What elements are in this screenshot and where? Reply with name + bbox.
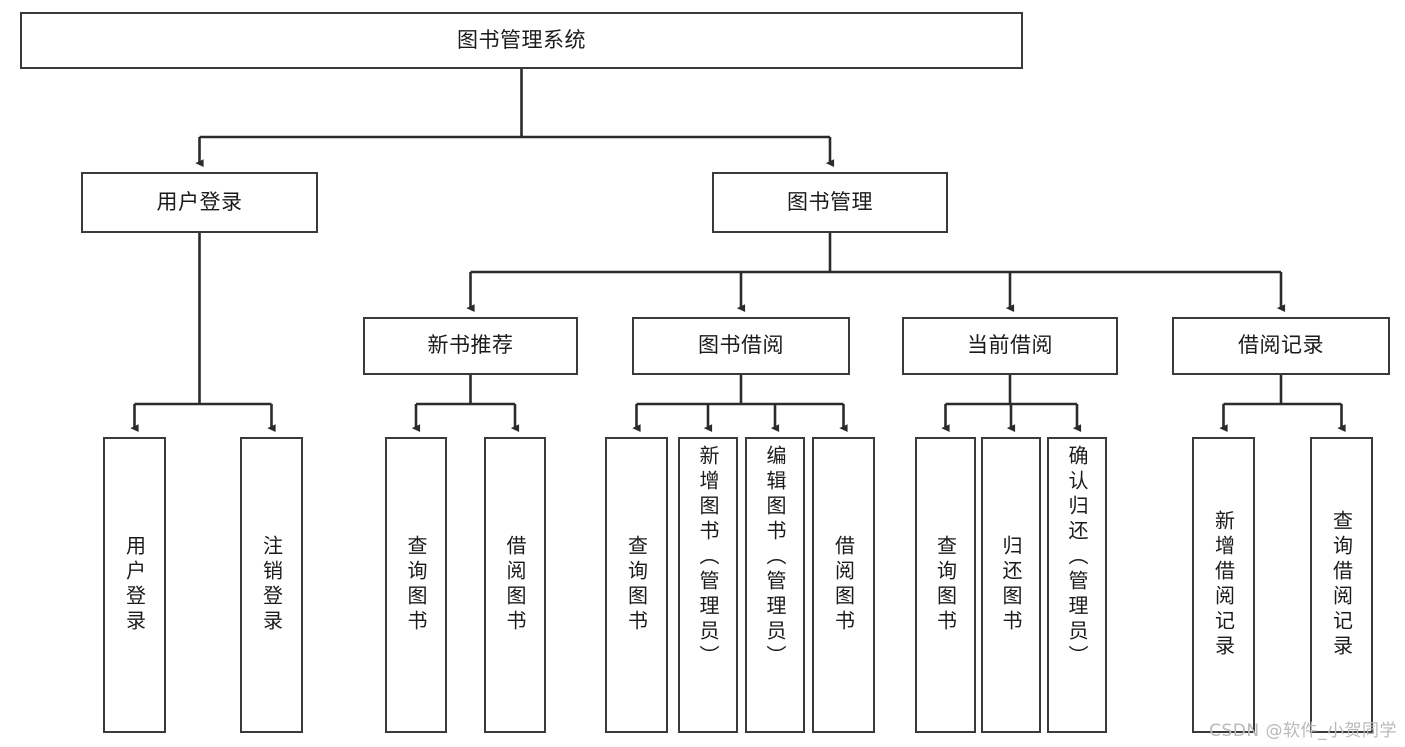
node-leaf-query-book-3[interactable]: 查询图书 [915,437,976,733]
node-leaf-query-book-2-label: 查询图书 [624,535,649,635]
node-root-label: 图书管理系统 [457,27,586,52]
node-current-borrow[interactable]: 当前借阅 [902,317,1118,375]
node-new-book-recommend[interactable]: 新书推荐 [363,317,578,375]
node-leaf-borrow-book-2[interactable]: 借阅图书 [812,437,875,733]
node-leaf-user-logout-label: 注销登录 [259,535,284,635]
node-leaf-confirm-return-label: 确认归还（管理员） [1065,445,1089,670]
node-leaf-borrow-book-1-label: 借阅图书 [503,535,527,635]
node-leaf-query-book-1[interactable]: 查询图书 [385,437,447,733]
node-leaf-add-borrow-record[interactable]: 新增借阅记录 [1192,437,1255,733]
node-book-borrow[interactable]: 图书借阅 [632,317,850,375]
node-borrow-record-label: 借阅记录 [1238,333,1324,358]
node-current-borrow-label: 当前借阅 [967,333,1053,358]
watermark-text: CSDN @软件_小贺同学 [1209,721,1397,741]
node-user-login-label: 用户登录 [156,189,243,214]
node-leaf-add-borrow-record-label: 新增借阅记录 [1211,510,1236,660]
node-leaf-user-logout[interactable]: 注销登录 [240,437,303,733]
node-leaf-query-book-3-label: 查询图书 [933,535,958,635]
node-leaf-query-borrow-record-label: 查询借阅记录 [1329,510,1354,660]
node-leaf-add-book[interactable]: 新增图书（管理员） [678,437,738,733]
node-leaf-return-book[interactable]: 归还图书 [981,437,1041,733]
node-leaf-query-book-2[interactable]: 查询图书 [605,437,668,733]
node-leaf-user-login[interactable]: 用户登录 [103,437,166,733]
node-root[interactable]: 图书管理系统 [20,12,1023,69]
node-leaf-query-book-1-label: 查询图书 [404,535,428,635]
node-leaf-edit-book[interactable]: 编辑图书（管理员） [745,437,805,733]
node-user-login[interactable]: 用户登录 [81,172,318,233]
node-leaf-confirm-return[interactable]: 确认归还（管理员） [1047,437,1107,733]
node-book-management-label: 图书管理 [787,189,873,214]
node-leaf-add-book-label: 新增图书（管理员） [696,445,720,670]
node-new-book-recommend-label: 新书推荐 [427,333,514,358]
node-leaf-edit-book-label: 编辑图书（管理员） [763,445,787,670]
node-leaf-borrow-book-2-label: 借阅图书 [831,535,856,635]
node-book-borrow-label: 图书借阅 [698,333,784,358]
node-book-management[interactable]: 图书管理 [712,172,948,233]
node-borrow-record[interactable]: 借阅记录 [1172,317,1390,375]
node-leaf-user-login-label: 用户登录 [122,535,147,635]
node-leaf-return-book-label: 归还图书 [999,535,1023,635]
node-leaf-query-borrow-record[interactable]: 查询借阅记录 [1310,437,1373,733]
node-leaf-borrow-book-1[interactable]: 借阅图书 [484,437,546,733]
